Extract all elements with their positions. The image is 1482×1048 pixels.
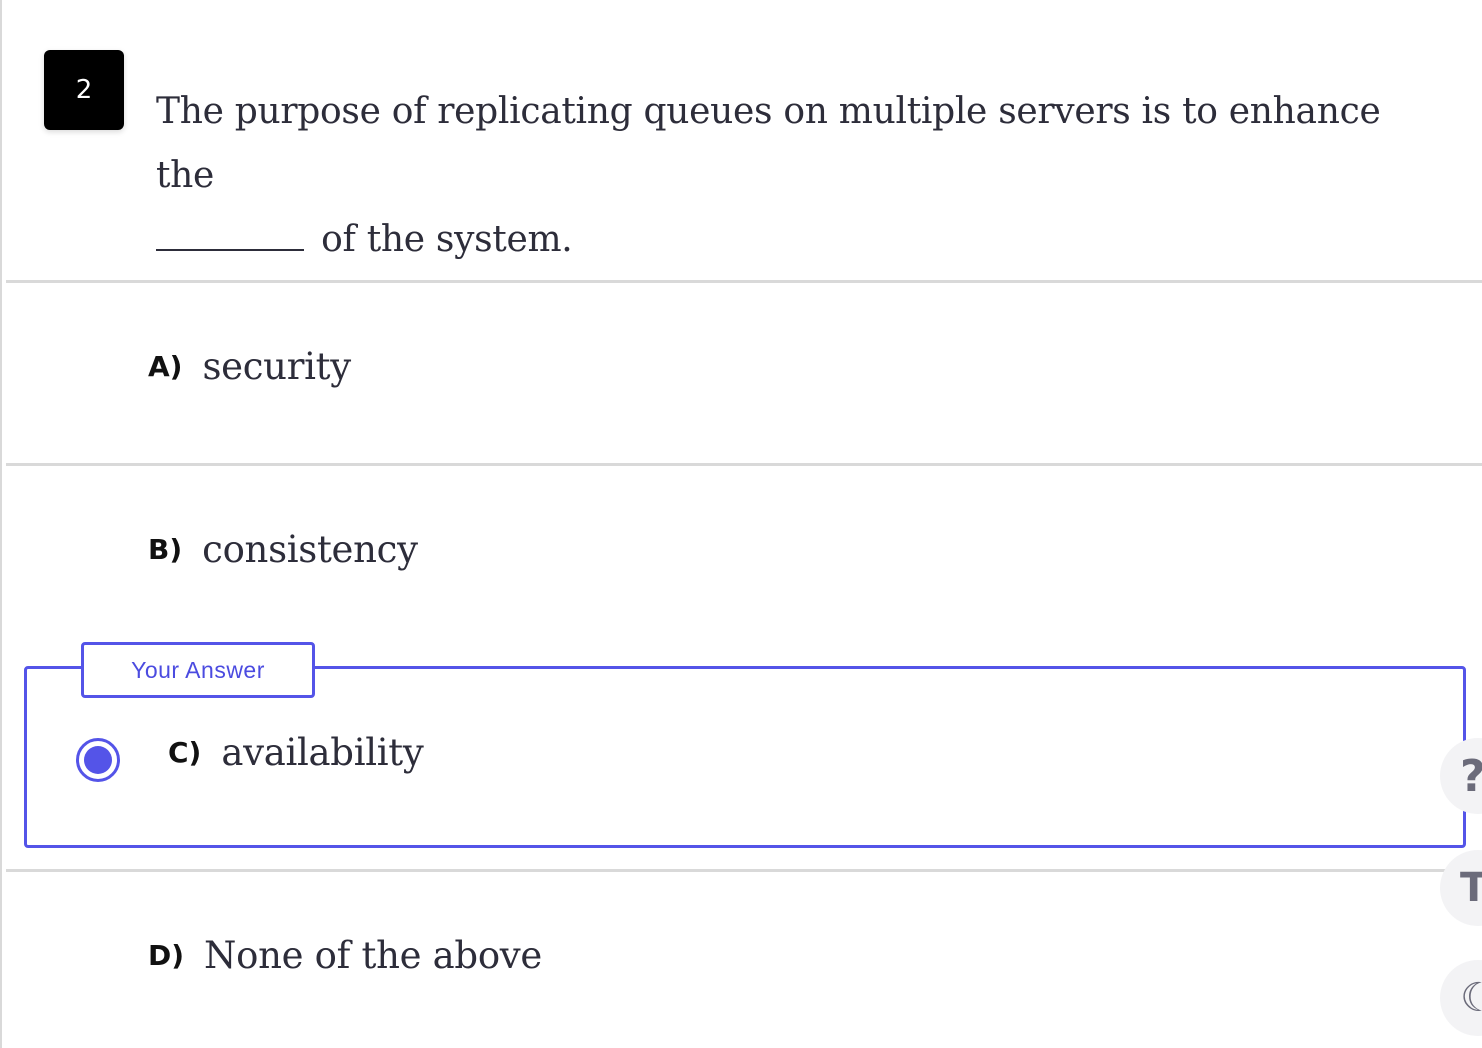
text-size-button[interactable]: T: [1440, 850, 1482, 926]
radio-selected[interactable]: [76, 738, 120, 782]
option-c[interactable]: C) availability: [168, 731, 424, 774]
option-b[interactable]: B) consistency: [148, 528, 418, 571]
question-number: 2: [75, 75, 93, 105]
theme-moon-icon: ☾: [1460, 975, 1482, 1021]
option-letter: C): [168, 736, 202, 769]
option-d[interactable]: D) None of the above: [148, 934, 542, 977]
fill-in-blank-line: [156, 248, 304, 251]
option-text: availability: [221, 731, 424, 774]
divider: [6, 463, 1482, 466]
question-number-badge: 2: [44, 50, 124, 130]
your-answer-tag: Your Answer: [81, 642, 315, 698]
your-answer-label: Your Answer: [131, 656, 265, 683]
option-text: None of the above: [204, 934, 542, 977]
theme-button[interactable]: ☾: [1440, 960, 1482, 1036]
text-size-icon: T: [1460, 865, 1482, 911]
question-text-part-2: of the system.: [321, 219, 573, 260]
option-letter: A): [148, 350, 183, 383]
radio-dot: [84, 746, 112, 774]
divider: [6, 280, 1482, 283]
option-text: consistency: [202, 528, 418, 571]
option-letter: D): [148, 939, 185, 972]
option-letter: B): [148, 533, 183, 566]
help-icon: ?: [1460, 751, 1482, 802]
question-text-part-1: The purpose of replicating queues on mul…: [156, 91, 1381, 196]
question-text: The purpose of replicating queues on mul…: [156, 80, 1416, 272]
option-text: security: [202, 345, 351, 388]
divider: [6, 869, 1482, 872]
option-a[interactable]: A) security: [148, 345, 351, 388]
